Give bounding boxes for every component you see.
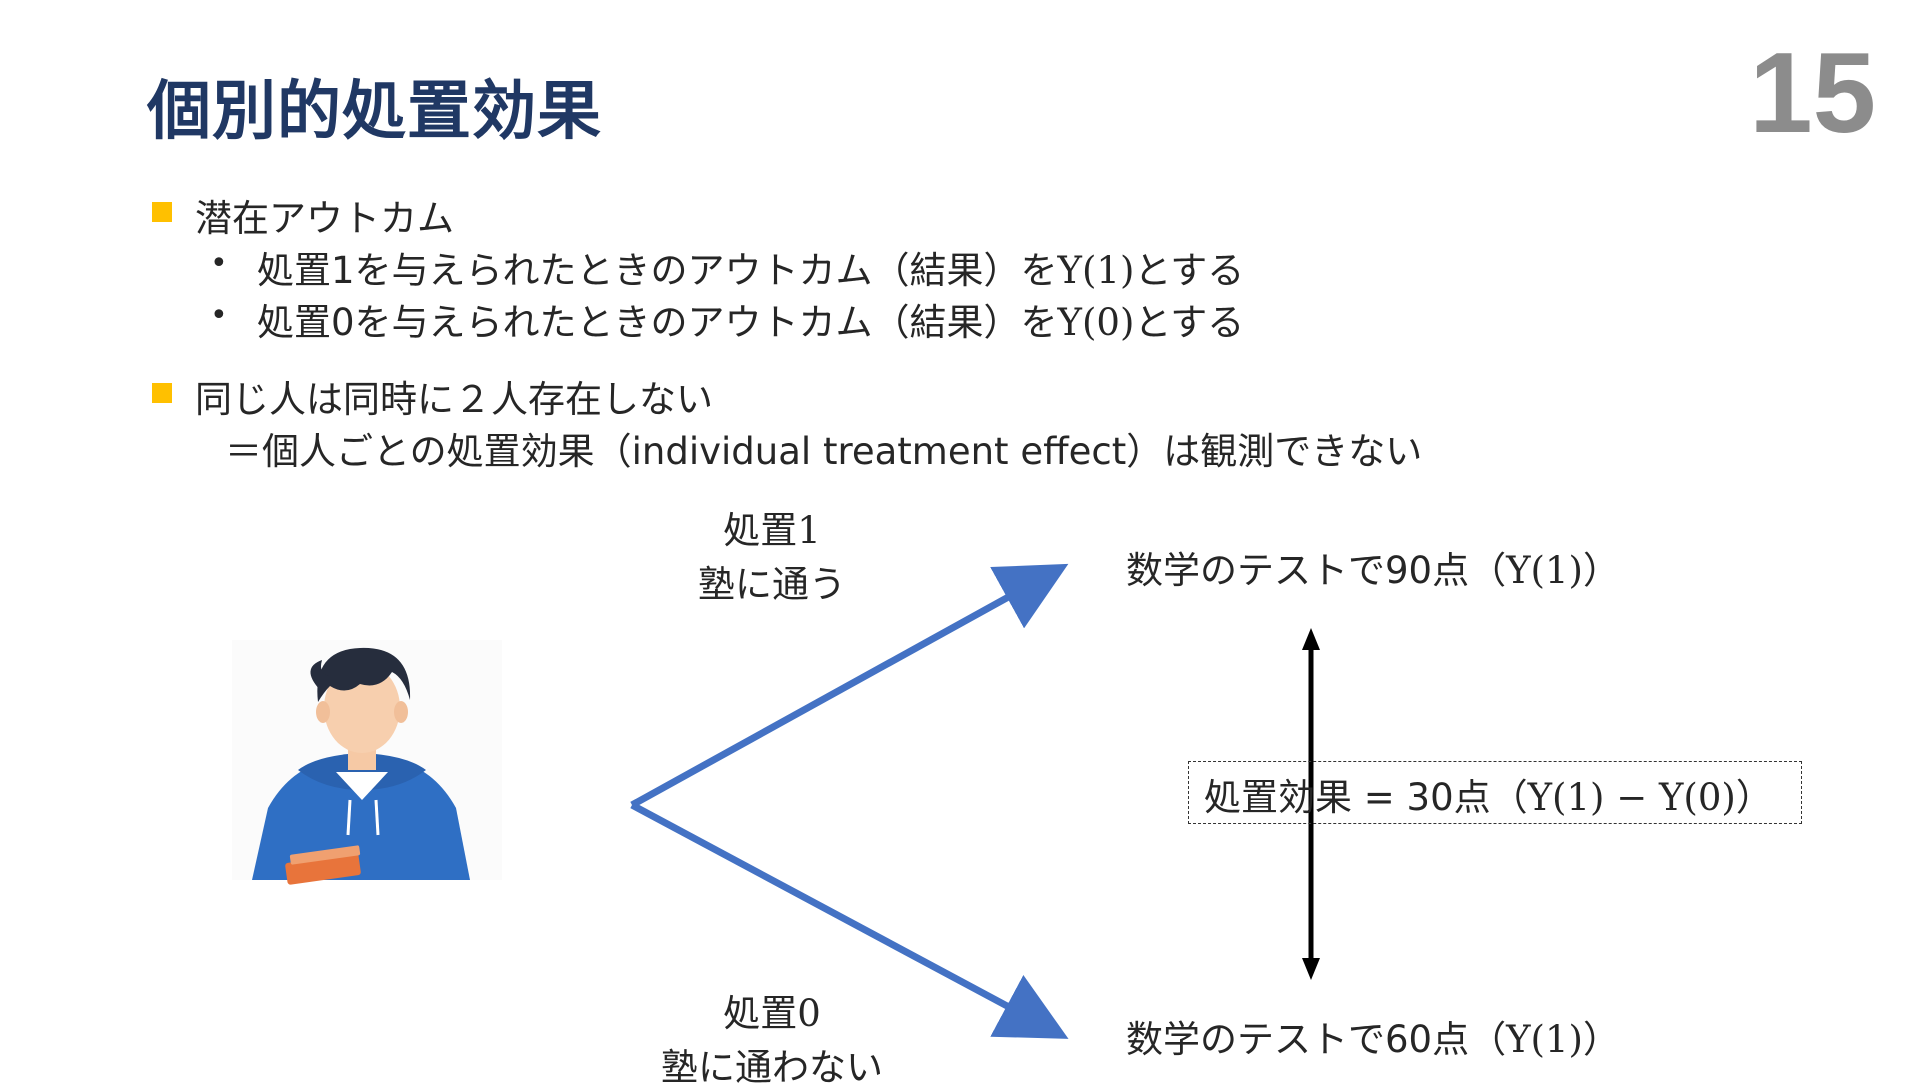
effect-label: 処置効果 = 30点（Y(1) − Y(0)） (1204, 767, 1773, 821)
outcome-text: 数学のテストで60点（ (1126, 1018, 1506, 1061)
arrow-treatment1 (632, 574, 1050, 805)
outcome-text-end: ） (1583, 549, 1620, 592)
effect-text-end: ） (1736, 776, 1773, 819)
label-treatment1-line2: 塾に通う (662, 554, 882, 608)
label-treatment0: 処置0 塾に通わない (642, 983, 902, 1091)
label-treatment1: 処置1 塾に通う (662, 500, 882, 608)
label-treatment0-line2: 塾に通わない (642, 1037, 902, 1091)
math-y1: Y(1) (1506, 549, 1583, 592)
label-treatment0-line1: 処置0 (642, 983, 902, 1037)
label-treatment1-line1: 処置1 (662, 500, 882, 554)
outcome-treatment1: 数学のテストで90点（Y(1)） (1126, 540, 1620, 594)
math-y1: Y(1) (1506, 1018, 1583, 1061)
math-effect: Y(1) − Y(0) (1528, 776, 1736, 819)
outcome-text-end: ） (1583, 1018, 1620, 1061)
outcome-text: 数学のテストで90点（ (1126, 549, 1506, 592)
effect-arrowhead-up-icon (1302, 628, 1320, 650)
student-avatar-icon (232, 640, 502, 885)
outcome-treatment0: 数学のテストで60点（Y(1)） (1126, 1009, 1620, 1063)
effect-text: 処置効果 = 30点（ (1204, 776, 1528, 819)
effect-arrowhead-down-icon (1302, 958, 1320, 980)
